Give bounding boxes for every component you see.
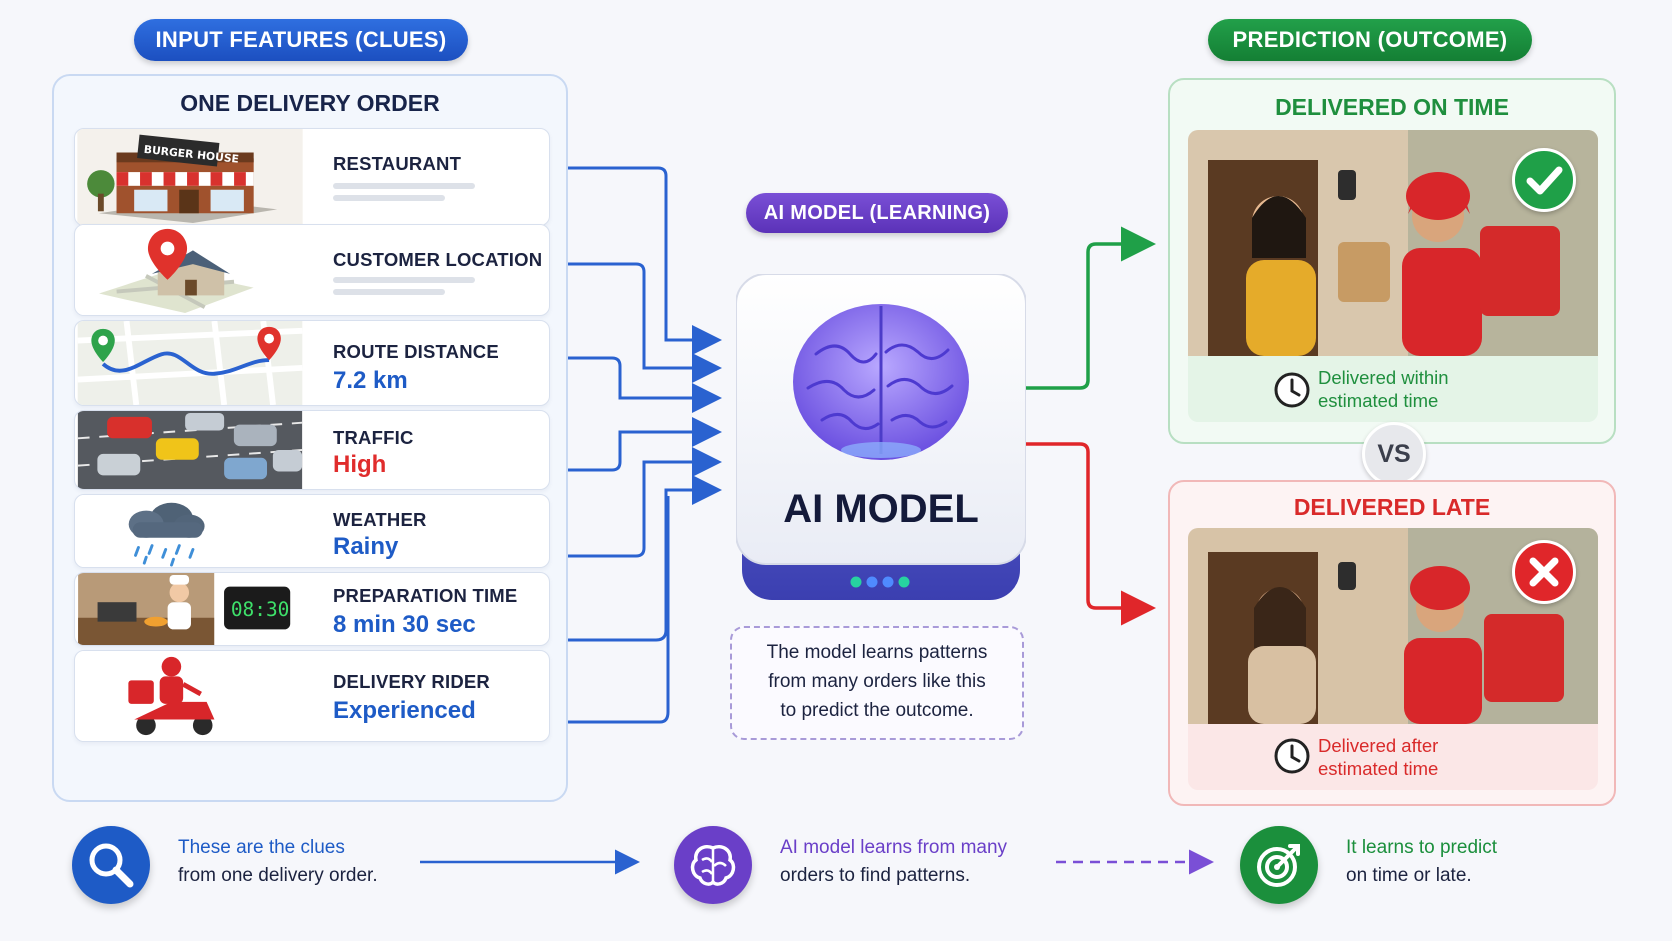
placeholder-bar [333, 277, 475, 283]
late-caption-text: Delivered after estimated time [1318, 735, 1439, 779]
delivery-order-panel: ONE DELIVERY ORDER BURGER HOUSE RESTAURA… [52, 74, 568, 802]
traffic-cars-icon [77, 411, 303, 489]
feature-delivery-rider: DELIVERY RIDER Experienced [74, 650, 550, 742]
feature-label: DELIVERY RIDER [333, 671, 490, 692]
weather-value: Rainy [333, 533, 399, 560]
cross-badge-icon [1512, 540, 1576, 604]
bottom-step-predict: It learns to predict on time or late. [1346, 837, 1498, 886]
bottom-step-learning: AI model learns from many orders to find… [780, 837, 1008, 886]
preparation-time-value: 8 min 30 sec [333, 611, 476, 638]
feature-weather: WEATHER Rainy [74, 494, 550, 568]
on-time-caption-text: Delivered within estimated time [1318, 367, 1449, 411]
feature-route-distance: ROUTE DISTANCE 7.2 km [74, 320, 550, 406]
description-line: The model learns patterns [766, 642, 988, 663]
description-line: to predict the outcome. [780, 700, 974, 721]
route-distance-value: 7.2 km [333, 367, 408, 394]
placeholder-bar [333, 195, 445, 201]
feature-customer-location: CUSTOMER LOCATION [74, 224, 550, 316]
prediction-header: PREDICTION (OUTCOME) [1208, 19, 1532, 61]
feature-label: RESTAURANT [333, 153, 462, 174]
delivery-scooter-icon [77, 651, 303, 741]
feature-traffic: TRAFFIC High [74, 410, 550, 490]
ai-model-box: AI MODEL [736, 274, 1026, 600]
feature-label: ROUTE DISTANCE [333, 341, 499, 362]
outcome-on-time-panel: DELIVERED ON TIME Delivered within estim… [1168, 78, 1616, 444]
feature-label: WEATHER [333, 509, 427, 530]
bottom-step-clues: These are the clues from one delivery or… [178, 837, 378, 886]
check-badge-icon [1512, 148, 1576, 212]
placeholder-bar [333, 289, 445, 295]
late-caption: Delivered after estimated time [1188, 724, 1598, 790]
brain-icon [793, 304, 969, 460]
model-description: The model learns patterns from many orde… [730, 626, 1024, 740]
chef-kitchen-icon: 08:30 [78, 573, 302, 645]
late-delivery-photo [1188, 528, 1598, 724]
delivery-rider-value: Experienced [333, 697, 476, 724]
placeholder-bar [333, 183, 475, 189]
outcome-late-title: DELIVERED LATE [1293, 494, 1491, 520]
search-icon [72, 826, 150, 904]
traffic-value: High [333, 451, 387, 478]
feature-label: TRAFFIC [333, 427, 414, 448]
feature-label: PREPARATION TIME [333, 585, 518, 606]
ai-model-learning-header: AI MODEL (LEARNING) [746, 193, 1008, 233]
clock-icon [1274, 738, 1310, 774]
input-features-header: INPUT FEATURES (CLUES) [134, 19, 468, 61]
clock-icon [1274, 372, 1310, 408]
description-line: from many orders like this [768, 671, 986, 692]
on-time-caption: Delivered within estimated time [1188, 356, 1598, 422]
ai-model-title: AI MODEL [783, 487, 979, 531]
outcome-late-panel: DELIVERED LATE Delivered after estimated… [1168, 480, 1616, 806]
outcome-on-time-title: DELIVERED ON TIME [1275, 94, 1509, 120]
restaurant-icon: BURGER HOUSE [77, 129, 303, 225]
target-icon [1240, 826, 1318, 904]
rain-cloud-icon [78, 495, 302, 567]
feature-preparation-time: 08:30 PREPARATION TIME 8 min 30 sec [74, 572, 550, 646]
vs-badge: VS [1362, 422, 1426, 486]
brain-icon [674, 826, 752, 904]
clock-readout: 08:30 [231, 598, 290, 621]
panel-title: ONE DELIVERY ORDER [180, 90, 440, 116]
route-map-icon [77, 321, 303, 405]
feature-label: CUSTOMER LOCATION [333, 249, 543, 270]
customer-location-icon [77, 225, 303, 315]
feature-restaurant: BURGER HOUSE RESTAURANT [74, 128, 550, 226]
